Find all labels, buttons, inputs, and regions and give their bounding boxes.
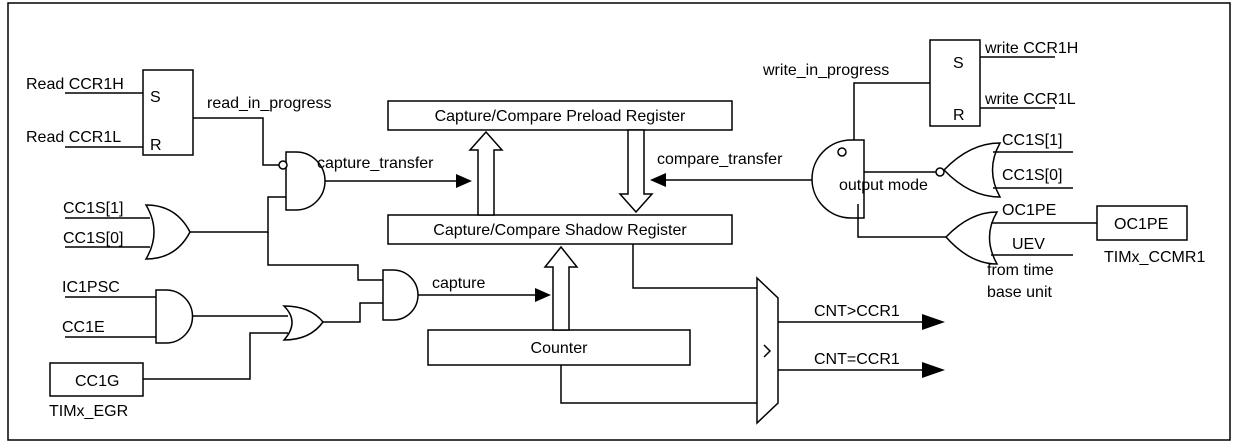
cnt-eq-label: CNT=CCR1 xyxy=(814,351,900,368)
shadow-register-label: Capture/Compare Shadow Register xyxy=(433,222,687,239)
shadow-to-comparator-wire xyxy=(632,244,757,289)
cc1s-right-nor-gate xyxy=(942,142,1002,198)
cc1s1-right-label: CC1S[1] xyxy=(1002,132,1062,149)
capture-transfer-arrowhead xyxy=(456,174,472,188)
cc1g-label: CC1G xyxy=(75,373,119,390)
cc1s-left-or-gate xyxy=(144,204,191,260)
cc1s1-left-label: CC1S[1] xyxy=(63,200,123,217)
capture-transfer-and-gate xyxy=(285,151,326,211)
cc1g-box xyxy=(49,362,144,397)
or-to-and-wire xyxy=(857,204,946,238)
read-flipflop-r: R xyxy=(150,137,162,154)
write-flipflop-s: S xyxy=(953,55,964,72)
write-in-progress-bubble xyxy=(837,147,847,157)
cnt-gt-label: CNT>CCR1 xyxy=(814,303,900,320)
cc1s-or-to-and-wire xyxy=(190,196,286,233)
oc1pe-box xyxy=(1096,205,1188,241)
diagram-frame xyxy=(7,2,1231,441)
counter-to-comparator-wire xyxy=(560,365,757,404)
cc1e-label: CC1E xyxy=(62,319,105,336)
or-to-capture-and-wire xyxy=(323,302,383,323)
oc1pe-uev-or-gate xyxy=(944,211,999,265)
read-in-progress-label: read_in_progress xyxy=(207,95,332,112)
from-time-label: from time xyxy=(987,262,1054,279)
comparator xyxy=(756,276,779,425)
counter-label: Counter xyxy=(531,340,589,357)
cc1s-or-to-capture-and-wire xyxy=(267,232,383,281)
timx-egr-label: TIMx_EGR xyxy=(49,403,128,420)
comparator-notch xyxy=(763,344,772,358)
ic1psc-label: IC1PSC xyxy=(62,279,120,296)
read-ccr1l-label: Read CCR1L xyxy=(26,129,121,146)
write-ccr1h-label: write CCR1H xyxy=(984,40,1078,57)
preload-register xyxy=(387,100,733,131)
base-unit-label: base unit xyxy=(987,284,1052,301)
oc1pe-in-label: OC1PE xyxy=(1002,202,1056,219)
output-mode-bubble xyxy=(935,167,945,177)
read-in-progress-bubble xyxy=(278,160,288,170)
cc1s0-left-label: CC1S[0] xyxy=(63,230,123,247)
compare-transfer-label: compare_transfer xyxy=(657,151,783,168)
capture-transfer-label: capture_transfer xyxy=(317,155,434,172)
ic1psc-cc1e-and-gate xyxy=(155,289,194,344)
read-ccr1h-label: Read CCR1H xyxy=(26,76,124,93)
write-flipflop-r: R xyxy=(953,107,965,124)
write-ccr1l-label: write CCR1L xyxy=(984,91,1076,108)
capture-or-gate xyxy=(282,305,324,341)
capture-arrowhead xyxy=(535,288,551,302)
uev-label: UEV xyxy=(1012,236,1045,253)
compare-transfer-arrowhead xyxy=(650,173,666,187)
capture-label: capture xyxy=(432,275,485,292)
counter-to-shadow-arrow xyxy=(543,245,579,331)
counter-block xyxy=(427,329,691,366)
shadow-register xyxy=(387,214,733,245)
read-flipflop xyxy=(142,69,194,156)
cnt-eq-arrowhead xyxy=(922,362,945,378)
read-in-progress-wire xyxy=(193,117,280,166)
cc1g-to-or-wire xyxy=(143,332,288,380)
output-mode-label: output mode xyxy=(839,177,928,194)
timx-ccmr1-label: TIMx_CCMR1 xyxy=(1104,249,1205,266)
cnt-gt-arrowhead xyxy=(922,314,945,330)
write-flipflop xyxy=(929,39,981,127)
shadow-to-preload-arrow xyxy=(468,130,504,216)
preload-register-label: Capture/Compare Preload Register xyxy=(435,108,686,125)
oc1pe-box-label: OC1PE xyxy=(1114,216,1168,233)
preload-to-shadow-arrow xyxy=(618,129,654,214)
capture-and-gate xyxy=(382,269,419,321)
write-in-progress-label: write_in_progress xyxy=(762,62,889,79)
compare-transfer-and-gate xyxy=(811,139,865,219)
read-flipflop-s: S xyxy=(150,89,161,106)
cc1s0-right-label: CC1S[0] xyxy=(1002,167,1062,184)
